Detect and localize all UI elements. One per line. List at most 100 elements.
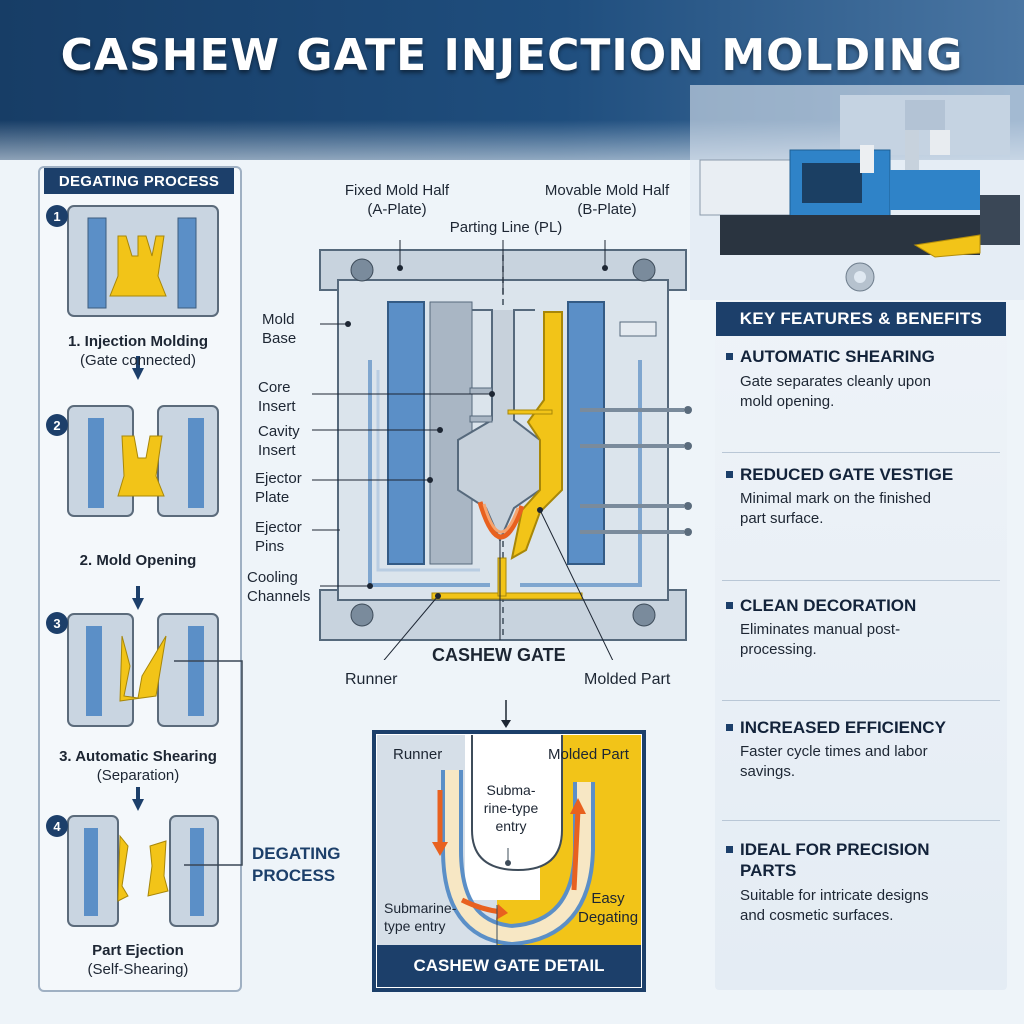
feature-divider [722, 580, 1000, 581]
step-2-number: 2 [46, 414, 68, 436]
detail-entry-inner-label: Subma- rine-type entry [476, 781, 546, 835]
feature-5-title-l1: IDEAL FOR PRECISION [740, 840, 930, 859]
core-insert-label: Core Insert [258, 378, 296, 416]
ejector-plate-l2: Plate [255, 489, 290, 506]
feature-3-title: CLEAN DECORATION [740, 596, 917, 615]
core-insert-l1: Core [258, 379, 291, 396]
cavity-insert-l2: Insert [258, 442, 296, 459]
feature-2-title: REDUCED GATE VESTIGE [740, 465, 954, 484]
ejector-pins-label: Ejector Pins [255, 518, 302, 556]
feature-5-title: IDEAL FOR PRECISION PARTS [740, 839, 930, 881]
detail-arrow [501, 700, 511, 728]
step-3-label: 3. Automatic Shearing (Separation) [40, 747, 236, 785]
step-3-sub: (Separation) [96, 767, 180, 784]
fixed-half-label: Fixed Mold Half (A-Plate) [322, 181, 472, 219]
features-panel [715, 300, 1007, 990]
feature-divider [722, 700, 1000, 701]
ejector-pins-l1: Ejector [255, 519, 302, 536]
easy-l1: Easy [591, 890, 625, 907]
detail-runner-label: Runner [393, 746, 443, 763]
feature-3-desc: Eliminates manual post- processing. [740, 620, 1000, 660]
feature-5-title-l2: PARTS [740, 861, 797, 880]
cashew-gate-detail [372, 730, 646, 992]
feature-4-desc-l2: savings. [740, 763, 796, 780]
core-insert-l2: Insert [258, 398, 296, 415]
feature-4-title: INCREASED EFFICIENCY [740, 718, 946, 737]
step-1-title: 1. Injection Molding [68, 333, 208, 350]
step-2-title: 2. Mold Opening [79, 552, 197, 569]
ejector-plate-l1: Ejector [255, 470, 302, 487]
cooling-channels-label: Cooling Channels [247, 568, 310, 606]
step-4-title: Part Ejection [92, 942, 184, 959]
detail-entry-outer-label: Submarine- type entry [384, 899, 456, 935]
degating-steps-illustration [67, 205, 219, 927]
feature-5-desc-l2: and cosmetic surfaces. [740, 907, 894, 924]
feature-1-desc: Gate separates cleanly upon mold opening… [740, 372, 1000, 412]
detail-molded-part-label: Molded Part [548, 746, 629, 763]
movable-plate-text: (B-Plate) [577, 201, 637, 218]
feature-3-desc-l1: Eliminates manual post- [740, 621, 901, 638]
step-3-title: 3. Automatic Shearing [59, 748, 217, 765]
step-1-number: 1 [46, 205, 68, 227]
step-4-number: 4 [46, 815, 68, 837]
feature-1-desc-l2: mold opening. [740, 393, 835, 410]
feature-2-desc-l2: part surface. [740, 510, 824, 527]
cavity-insert-label: Cavity Insert [258, 422, 300, 460]
feature-1-title: AUTOMATIC SHEARING [740, 347, 935, 366]
feature-4-desc: Faster cycle times and labor savings. [740, 742, 1000, 782]
step-3-mold [67, 613, 219, 727]
feature-1-bullet [726, 353, 733, 360]
feature-5-desc: Suitable for intricate designs and cosme… [740, 886, 1000, 926]
feature-2-desc-l1: Minimal mark on the finished [740, 490, 931, 507]
entry-inner-l2: rine-type [483, 800, 539, 816]
feature-divider [722, 452, 1000, 453]
step-4-sub: (Self-Shearing) [87, 961, 189, 978]
cooling-channels-l1: Cooling [247, 569, 298, 586]
step-1-mold [67, 205, 219, 317]
step-3-number: 3 [46, 612, 68, 634]
page-title: CASHEW GATE INJECTION MOLDING [60, 30, 964, 81]
runner-label: Runner [345, 671, 398, 688]
cavity-insert-l1: Cavity [258, 423, 300, 440]
injection-machine-illustration [690, 85, 1024, 300]
fixed-half-text: Fixed Mold Half [344, 182, 450, 199]
cashew-gate-label: CASHEW GATE [432, 645, 566, 665]
step-2-label: 2. Mold Opening [40, 551, 236, 570]
feature-4-desc-l1: Faster cycle times and labor [740, 743, 928, 760]
degating-side-label: DEGATING PROCESS [252, 844, 341, 885]
ejector-pins-l2: Pins [255, 538, 285, 555]
ejector-plate-label: Ejector Plate [255, 469, 302, 507]
feature-2-desc: Minimal mark on the finished part surfac… [740, 489, 1000, 529]
fixed-plate-text: (A-Plate) [367, 201, 427, 218]
feature-4-bullet [726, 724, 733, 731]
feature-3-desc-l2: processing. [740, 641, 817, 658]
movable-half-text: Movable Mold Half [544, 182, 670, 199]
entry-inner-l1: Subma- [486, 782, 536, 798]
feature-5-desc-l1: Suitable for intricate designs [740, 887, 929, 904]
feature-1-desc-l1: Gate separates cleanly upon [740, 373, 931, 390]
detail-easy-label: Easy Degating [578, 889, 638, 927]
degating-connector [174, 660, 243, 866]
feature-divider [722, 820, 1000, 821]
feature-3-bullet [726, 602, 733, 609]
detail-footer: CASHEW GATE DETAIL [413, 956, 605, 975]
step-2-mold [67, 405, 219, 517]
mold-base-l2: Base [262, 330, 297, 347]
entry-inner-l3: entry [495, 818, 527, 834]
molded-part-label: Molded Part [584, 671, 671, 688]
parting-line-label: Parting Line (PL) [449, 219, 563, 236]
mold-base-l1: Mold [262, 311, 295, 328]
feature-2-bullet [726, 471, 733, 478]
step-1-sub: (Gate connected) [80, 352, 196, 369]
step-4-label: Part Ejection (Self-Shearing) [40, 941, 236, 979]
features-header: KEY FEATURES & BENEFITS [716, 302, 1006, 336]
easy-l2: Degating [578, 909, 639, 926]
movable-half-label: Movable Mold Half (B-Plate) [527, 181, 687, 219]
cooling-channels-l2: Channels [247, 588, 311, 605]
step-1-label: 1. Injection Molding (Gate connected) [40, 332, 236, 370]
degating-header: DEGATING PROCESS [44, 168, 234, 194]
mold-base-label: Mold Base [262, 310, 296, 348]
step-4-mold [67, 815, 219, 927]
feature-5-bullet [726, 846, 733, 853]
mold-cross-section [312, 240, 692, 660]
